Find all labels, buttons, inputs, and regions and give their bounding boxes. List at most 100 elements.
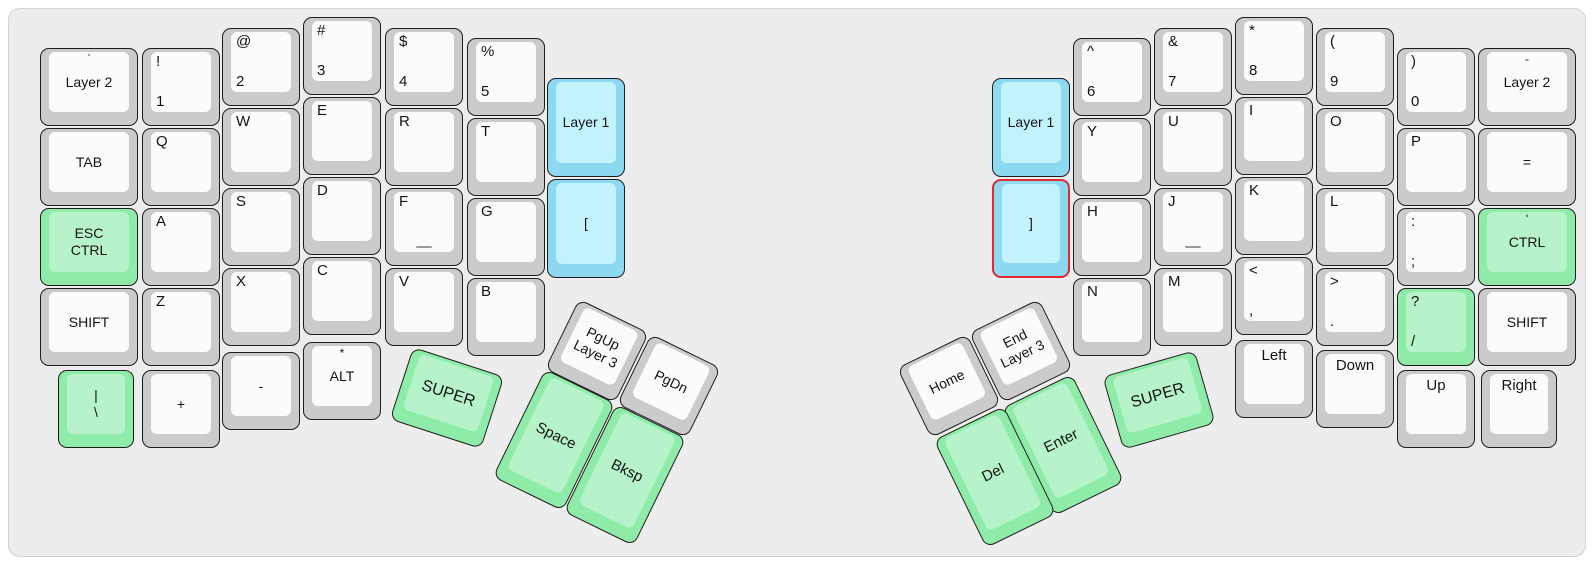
key-arrow-left[interactable]: Left	[1235, 340, 1313, 418]
key-equals[interactable]: =	[1478, 128, 1576, 206]
key-arrow-down[interactable]: Down	[1316, 350, 1394, 428]
key-legend: *	[1249, 22, 1255, 39]
key-semicolon[interactable]: :;	[1397, 208, 1475, 286]
key-8[interactable]: *8	[1235, 17, 1313, 95]
key-d[interactable]: D	[303, 177, 381, 255]
key-legend: SHIFT	[1506, 313, 1548, 330]
key-i[interactable]: I	[1235, 97, 1313, 175]
keycap-top	[1325, 192, 1385, 252]
key-legend: 9	[1330, 73, 1339, 90]
keycap-top	[1325, 354, 1385, 414]
key-legend: A	[156, 213, 167, 230]
key-m[interactable]: M	[1154, 268, 1232, 346]
key-n[interactable]: N	[1073, 278, 1151, 356]
key-layer1-right[interactable]: Layer 1	[992, 78, 1070, 177]
key-plus[interactable]: +	[142, 370, 220, 448]
key-legend: CTRL	[1508, 233, 1546, 250]
key-s[interactable]: S	[222, 188, 300, 266]
key-a[interactable]: A	[142, 208, 220, 286]
key-legend: `	[87, 52, 91, 66]
keycap-top	[394, 192, 454, 252]
key-pipe-backslash[interactable]: | \	[58, 370, 134, 448]
key-layer1-left[interactable]: Layer 1	[547, 78, 625, 177]
key-legend: 5	[481, 83, 490, 100]
key-q[interactable]: Q	[142, 128, 220, 206]
key-minus-layer2[interactable]: -Layer 2	[1478, 48, 1576, 126]
key-legend: ^	[1087, 43, 1095, 60]
key-h[interactable]: H	[1073, 198, 1151, 276]
key-l[interactable]: L	[1316, 188, 1394, 266]
key-1[interactable]: !1	[142, 48, 220, 126]
keycap-top	[151, 132, 211, 192]
keycap-top	[1406, 132, 1466, 192]
key-legend: )	[1411, 53, 1416, 70]
key-v[interactable]: V	[385, 268, 463, 346]
key-o[interactable]: O	[1316, 108, 1394, 186]
key-legend: Layer 2	[1503, 73, 1551, 90]
key-legend: F	[399, 193, 409, 210]
key-esc-ctrl[interactable]: ESC CTRL	[40, 208, 138, 286]
key-slash[interactable]: ?/	[1397, 288, 1475, 366]
keycap-top	[231, 32, 291, 92]
key-f[interactable]: F	[385, 188, 463, 266]
key-legend: J	[1168, 193, 1176, 210]
key-legend: Layer 1	[562, 114, 610, 130]
keycap-top	[1163, 32, 1223, 92]
key-3[interactable]: #3	[303, 17, 381, 95]
key-p[interactable]: P	[1397, 128, 1475, 206]
key-star-alt[interactable]: *ALT	[303, 342, 381, 420]
key-j[interactable]: J	[1154, 188, 1232, 266]
keycap-top	[1487, 292, 1567, 352]
keycap-top	[312, 261, 372, 321]
key-4[interactable]: $4	[385, 28, 463, 106]
key-e[interactable]: E	[303, 97, 381, 175]
key-arrow-right[interactable]: Right	[1481, 370, 1557, 448]
key-legend: 3	[317, 62, 326, 79]
key-w[interactable]: W	[222, 108, 300, 186]
keycap-top	[67, 374, 125, 434]
key-legend: R	[399, 113, 410, 130]
key-c[interactable]: C	[303, 257, 381, 335]
key-5[interactable]: %5	[467, 38, 545, 116]
keycap-top	[394, 272, 454, 332]
key-grave-layer2[interactable]: `Layer 2	[40, 48, 138, 126]
key-period[interactable]: >.	[1316, 268, 1394, 346]
keycap-top	[1325, 112, 1385, 172]
keycap-top	[1082, 42, 1142, 102]
key-u[interactable]: U	[1154, 108, 1232, 186]
key-t[interactable]: T	[467, 118, 545, 196]
key-7[interactable]: &7	[1154, 28, 1232, 106]
key-quote-ctrl[interactable]: 'CTRL	[1478, 208, 1576, 286]
keycap-top	[1082, 122, 1142, 182]
key-legend: W	[236, 113, 251, 130]
keycap-top	[1406, 292, 1466, 352]
key-legend: :	[1411, 213, 1416, 230]
key-y[interactable]: Y	[1073, 118, 1151, 196]
key-r[interactable]: R	[385, 108, 463, 186]
keycap-top	[49, 292, 129, 352]
key-legend: P	[1411, 133, 1422, 150]
key-left-bracket[interactable]: [	[547, 179, 625, 278]
key-legend: 1	[156, 93, 165, 110]
key-9[interactable]: (9	[1316, 28, 1394, 106]
key-legend: H	[1087, 203, 1098, 220]
key-shift-left[interactable]: SHIFT	[40, 288, 138, 366]
key-b[interactable]: B	[467, 278, 545, 356]
keycap-top	[1244, 181, 1304, 241]
key-shift-right[interactable]: SHIFT	[1478, 288, 1576, 366]
key-k[interactable]: K	[1235, 177, 1313, 255]
key-2[interactable]: @2	[222, 28, 300, 106]
key-0[interactable]: )0	[1397, 48, 1475, 126]
key-legend: Y	[1087, 123, 1098, 140]
key-minus-left[interactable]: -	[222, 352, 300, 430]
key-z[interactable]: Z	[142, 288, 220, 366]
key-comma[interactable]: <,	[1235, 257, 1313, 335]
key-tab[interactable]: TAB	[40, 128, 138, 206]
key-x[interactable]: X	[222, 268, 300, 346]
key-6[interactable]: ^6	[1073, 38, 1151, 116]
key-arrow-up[interactable]: Up	[1397, 370, 1475, 448]
key-g[interactable]: G	[467, 198, 545, 276]
key-legend: M	[1168, 273, 1181, 290]
key-right-bracket[interactable]: ]	[992, 179, 1070, 278]
key-legend: Left	[1261, 347, 1287, 364]
